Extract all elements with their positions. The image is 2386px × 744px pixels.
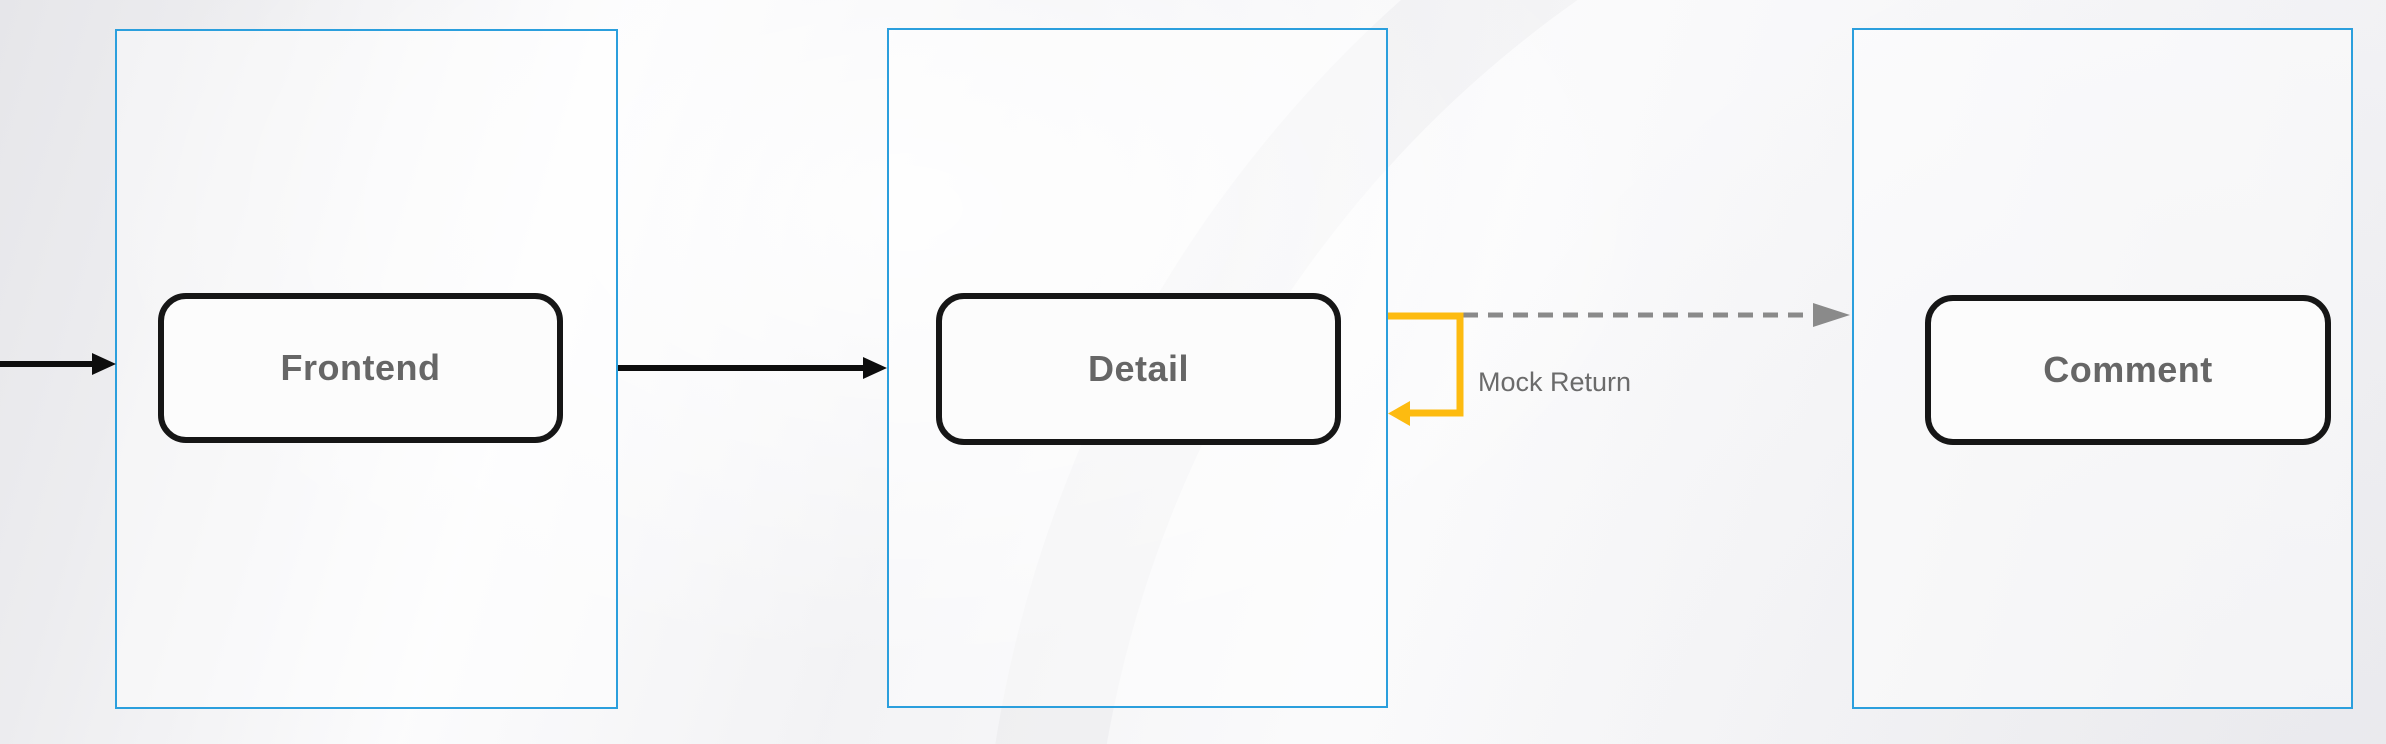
node-detail: Detail (936, 293, 1341, 445)
container-comment: Comment (1852, 28, 2353, 709)
node-comment-label: Comment (2043, 349, 2213, 390)
mock-return-label: Mock Return (1478, 367, 1632, 397)
node-frontend: Frontend (158, 293, 563, 443)
node-frontend-label: Frontend (280, 347, 441, 388)
node-comment: Comment (1925, 295, 2331, 445)
container-detail: Detail (887, 28, 1388, 708)
container-frontend: Frontend (115, 29, 618, 709)
node-detail-label: Detail (1087, 348, 1190, 389)
